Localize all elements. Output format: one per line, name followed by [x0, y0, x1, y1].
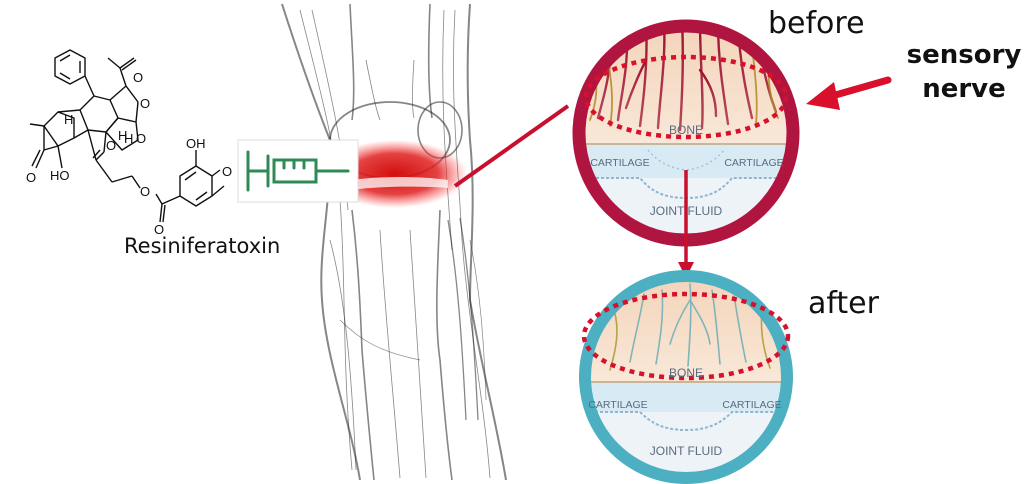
cartilage-right-label: CARTILAGE: [724, 157, 783, 169]
sensory-nerve-arrow: [806, 80, 888, 110]
caption-before: before: [768, 6, 865, 41]
cartilage-left-label: CARTILAGE: [590, 157, 649, 169]
svg-text:O: O: [222, 164, 232, 179]
bone-label: BONE: [669, 123, 703, 137]
svg-text:O: O: [136, 131, 146, 146]
svg-text:O: O: [140, 96, 150, 111]
sensory-nerve-line2: nerve: [894, 72, 1034, 106]
svg-text:H: H: [64, 112, 73, 127]
caption-after: after: [808, 286, 879, 321]
connector-line: [455, 106, 568, 186]
bone-label: BONE: [669, 366, 703, 380]
cartilage-right-label: CARTILAGE: [722, 399, 781, 411]
svg-text:OH: OH: [186, 136, 206, 151]
svg-text:HO: HO: [50, 168, 70, 183]
svg-text:O: O: [26, 170, 36, 185]
joint-fluid-label: JOINT FLUID: [650, 444, 723, 458]
atom-labels: O O O H O H H O HO O O OH O: [26, 70, 232, 237]
sensory-nerve-line1: sensory: [894, 38, 1034, 72]
cartilage-left-label: CARTILAGE: [588, 399, 647, 411]
sensory-nerve-label: sensory nerve: [894, 38, 1034, 106]
compound-name: Resiniferatoxin: [124, 234, 280, 258]
svg-text:O: O: [133, 70, 143, 85]
svg-text:O: O: [106, 138, 116, 153]
svg-text:H: H: [118, 128, 127, 143]
joint-after-circle: BONE CARTILAGE CARTILAGE JOINT FLUID: [580, 270, 792, 482]
knee-illustration: [282, 4, 506, 480]
svg-text:O: O: [140, 184, 150, 199]
syringe-icon: [238, 140, 358, 202]
